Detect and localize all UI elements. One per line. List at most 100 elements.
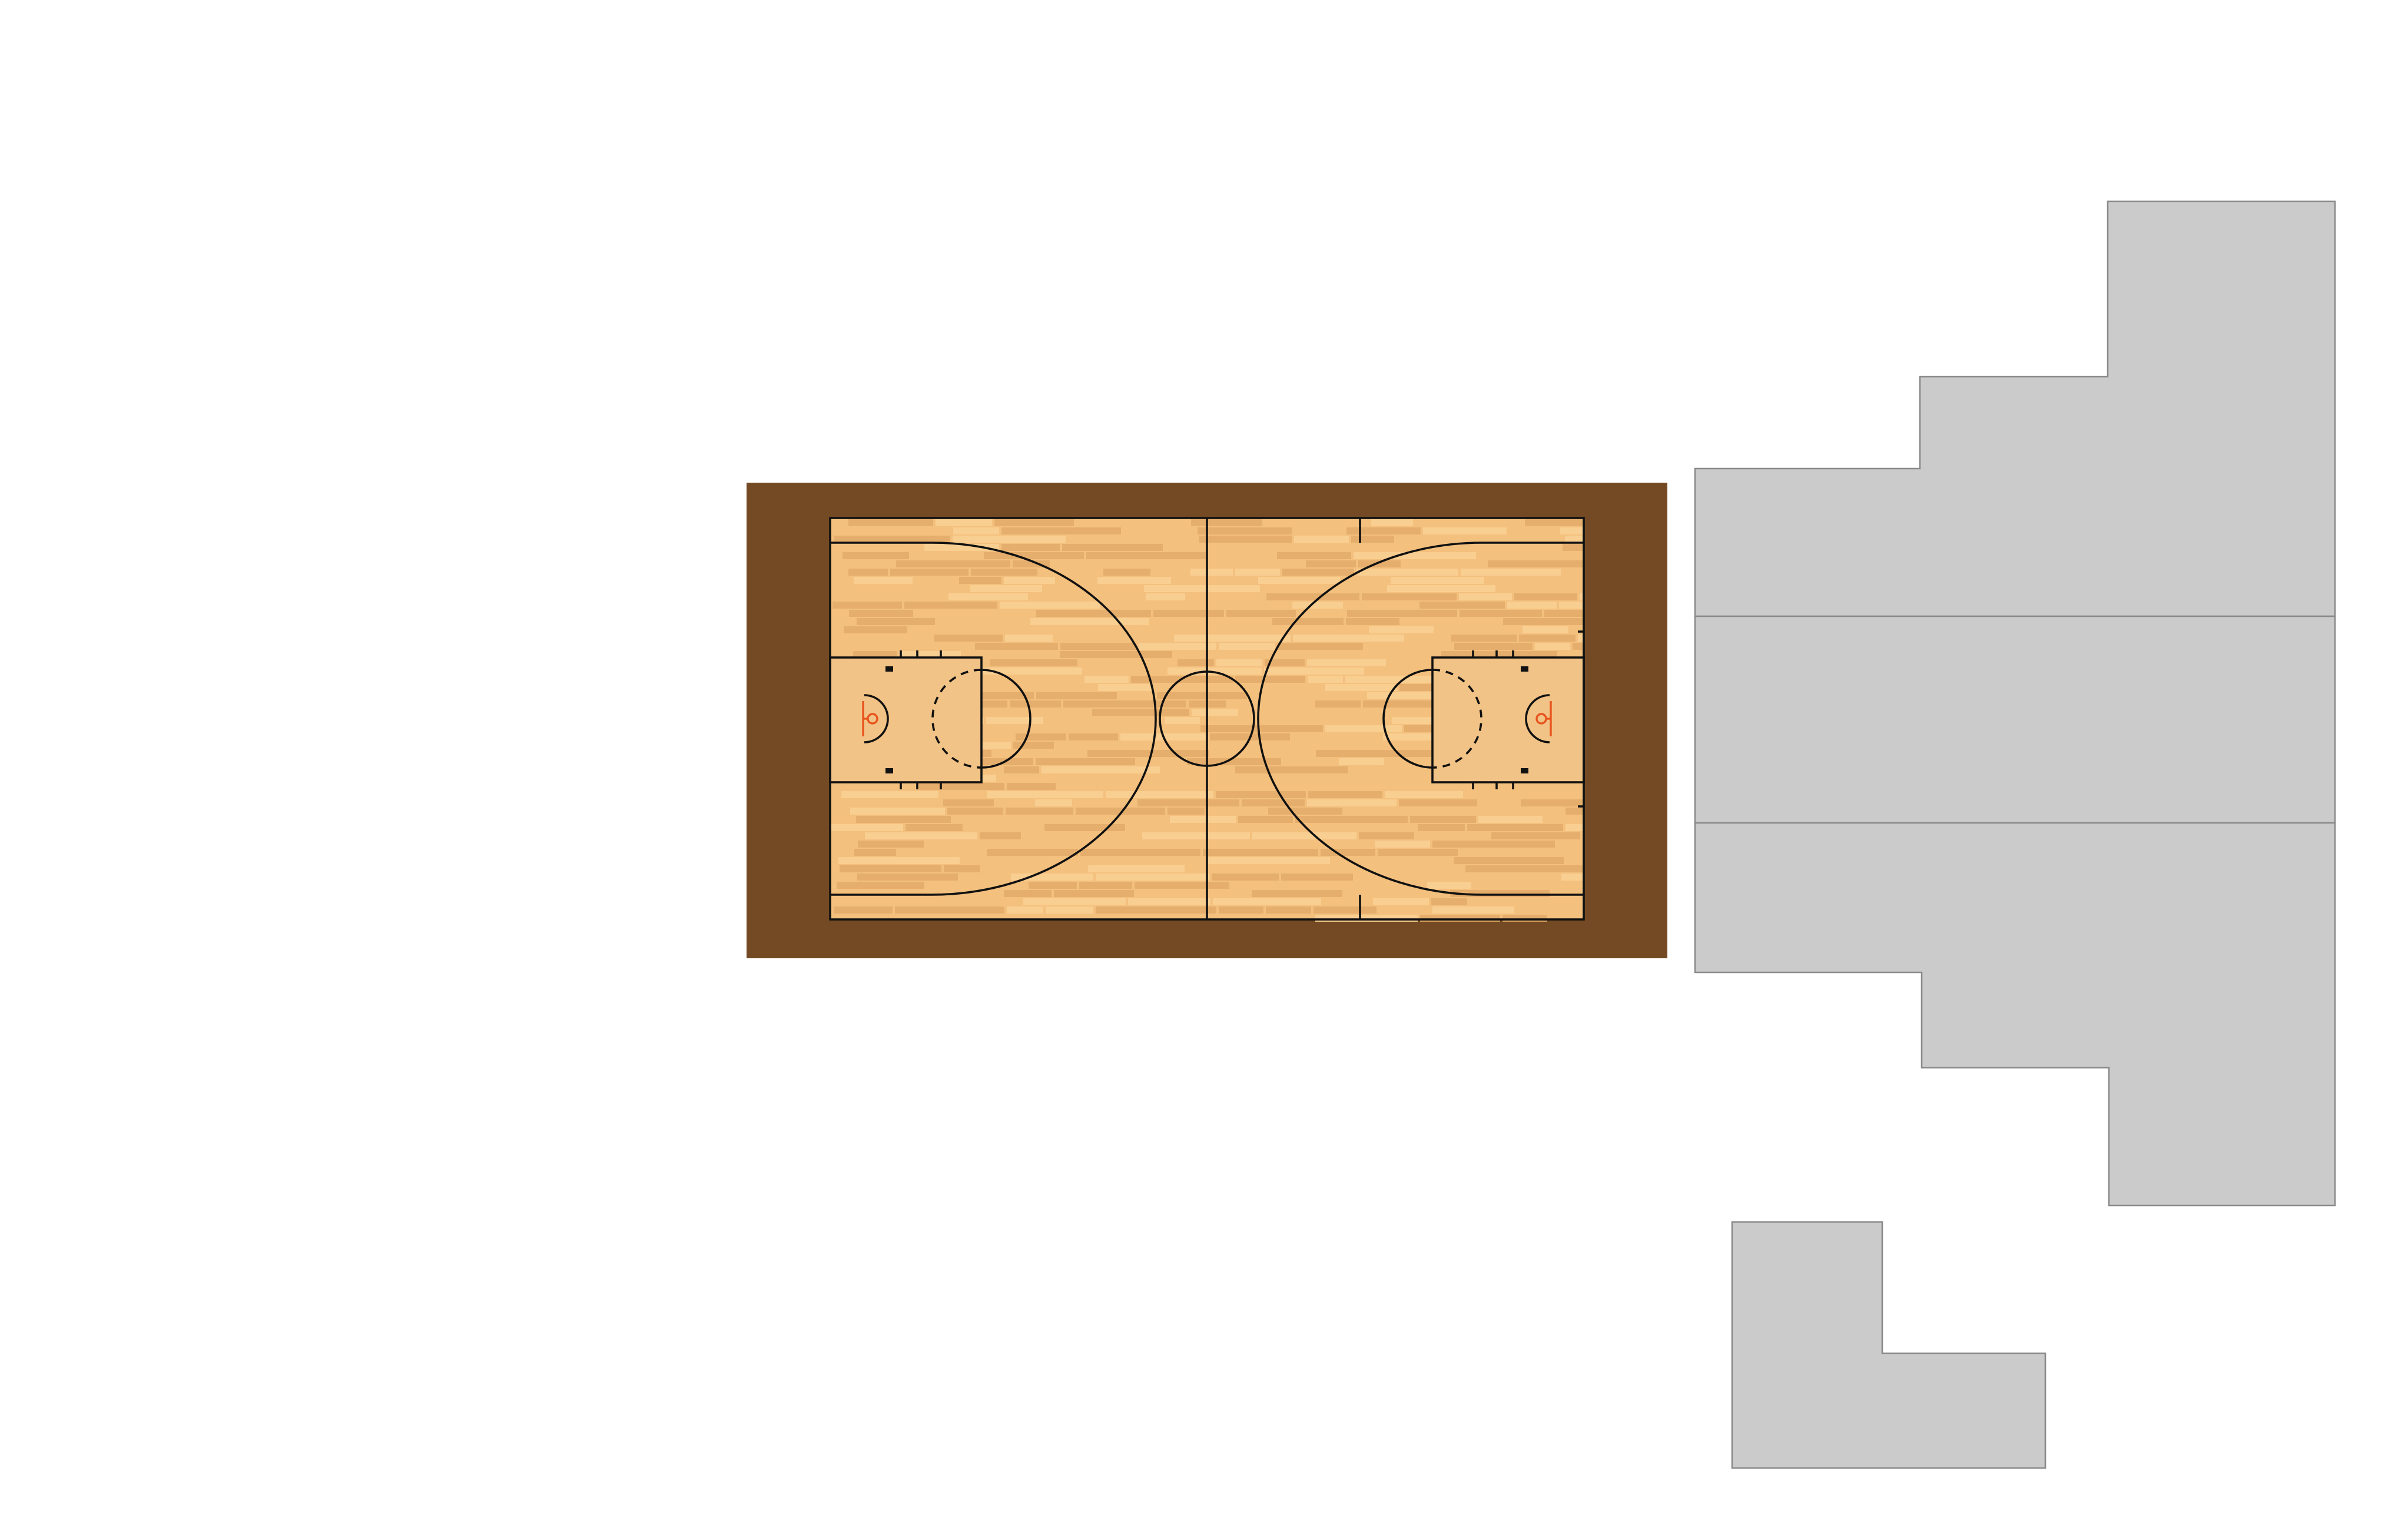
floor-plank	[1565, 536, 1583, 543]
floor-plank	[834, 536, 950, 543]
section-upper-right[interactable]	[1694, 200, 2336, 617]
court-lines	[829, 517, 1585, 921]
floor-plank	[844, 626, 907, 633]
floor-plank	[944, 865, 980, 872]
floor-plank	[1563, 544, 1583, 551]
floor-plank	[1004, 766, 1039, 773]
floor-plank	[843, 552, 909, 559]
floor-plank	[1419, 602, 1505, 609]
section-bottom-l-shape[interactable]	[1731, 1221, 2047, 1469]
floor-plank	[1293, 635, 1404, 642]
floor-plank	[1560, 527, 1583, 534]
floor-plank	[1142, 832, 1250, 839]
floor-plank	[1272, 618, 1344, 625]
floor-plank	[1036, 758, 1135, 765]
floor-plank	[1144, 585, 1260, 592]
floor-plank	[1035, 799, 1072, 806]
floor-plank	[1165, 717, 1200, 724]
floor-plank	[1135, 882, 1229, 889]
floor-plank	[1054, 890, 1134, 897]
floor-plank	[1170, 816, 1236, 823]
floor-plank	[1226, 610, 1296, 617]
floor-plank	[1465, 865, 1583, 872]
lane-hash-marks	[885, 650, 1528, 789]
floor-plank	[1198, 527, 1292, 534]
floor-plank	[1351, 536, 1394, 543]
floor-plank	[1339, 758, 1384, 765]
floor-plank	[840, 865, 941, 872]
floor-plank	[1069, 733, 1118, 740]
floor-plank	[924, 544, 999, 551]
floor-plank	[953, 536, 1066, 543]
floor-plank	[1076, 808, 1165, 815]
floor-plank	[856, 816, 951, 823]
right-basket	[1535, 701, 1552, 736]
floor-plank	[1153, 610, 1224, 617]
floor-plank	[1178, 659, 1214, 666]
floor-plank	[1004, 890, 1052, 897]
floor-plank	[1191, 519, 1262, 526]
floor-plank	[1007, 783, 1056, 790]
floor-plank	[1375, 841, 1430, 848]
floor-plank	[1535, 643, 1570, 650]
floor-plank	[1420, 915, 1500, 922]
floor-plank	[1000, 602, 1100, 609]
floor-plank	[896, 560, 1010, 567]
floor-plank	[1502, 915, 1547, 922]
floor-plank	[1238, 816, 1293, 823]
floor-plank	[1265, 659, 1305, 666]
floor-plank	[890, 569, 968, 576]
right-free-throw-arc	[1382, 669, 1433, 769]
floor-plank	[1559, 602, 1583, 609]
floor-plank	[1016, 733, 1066, 740]
center-circle	[1159, 670, 1255, 767]
floor-plank	[1044, 824, 1125, 831]
right-three-point-line	[1257, 542, 1584, 896]
floor-plank	[1385, 791, 1463, 798]
floor-plank	[1410, 816, 1476, 823]
floor-plank	[1441, 651, 1557, 658]
floor-plank	[1373, 898, 1429, 905]
floor-plank	[832, 602, 902, 609]
floor-plank	[987, 849, 1078, 856]
floor-plank	[1060, 643, 1136, 650]
section-lower-right[interactable]	[1694, 822, 2336, 1207]
floor-plank	[1139, 643, 1216, 650]
floor-plank	[1295, 816, 1408, 823]
floor-plank	[1042, 766, 1160, 773]
floor-plank	[1519, 635, 1576, 642]
floor-plank	[1371, 519, 1413, 526]
floor-plank	[1092, 709, 1189, 716]
floor-plank	[1431, 898, 1467, 905]
floor-plank	[850, 808, 945, 815]
left-three-point-line	[830, 542, 1157, 896]
floor-plank	[1454, 643, 1533, 650]
floor-plank	[1079, 882, 1132, 889]
floor-plank	[1565, 808, 1583, 815]
floor-plank	[1096, 906, 1216, 914]
floor-plank	[1292, 602, 1343, 609]
floor-plank	[1098, 684, 1153, 691]
floor-plank	[906, 824, 963, 831]
floor-plank	[1096, 874, 1209, 881]
floor-plank	[984, 552, 1084, 559]
floor-plank	[1235, 676, 1305, 683]
floor-plank	[1369, 626, 1434, 633]
floor-plank	[1307, 659, 1386, 666]
floor-plank	[994, 519, 1074, 526]
floor-plank	[904, 602, 997, 609]
floor-plank	[1525, 519, 1583, 526]
floor-plank	[865, 832, 977, 839]
floor-plank	[1200, 725, 1323, 732]
floor-plank	[1399, 799, 1477, 806]
floor-plank	[1561, 874, 1583, 881]
left-key-paint	[830, 657, 981, 782]
section-middle-right[interactable]	[1694, 615, 2336, 824]
floor-plank	[1308, 791, 1382, 798]
floor-plank	[959, 577, 1001, 584]
floor-plank	[1103, 569, 1150, 576]
floor-plank	[831, 824, 903, 831]
left-free-throw-arc	[981, 669, 1031, 769]
floor-plank	[1001, 527, 1121, 534]
floor-plank	[953, 527, 999, 534]
